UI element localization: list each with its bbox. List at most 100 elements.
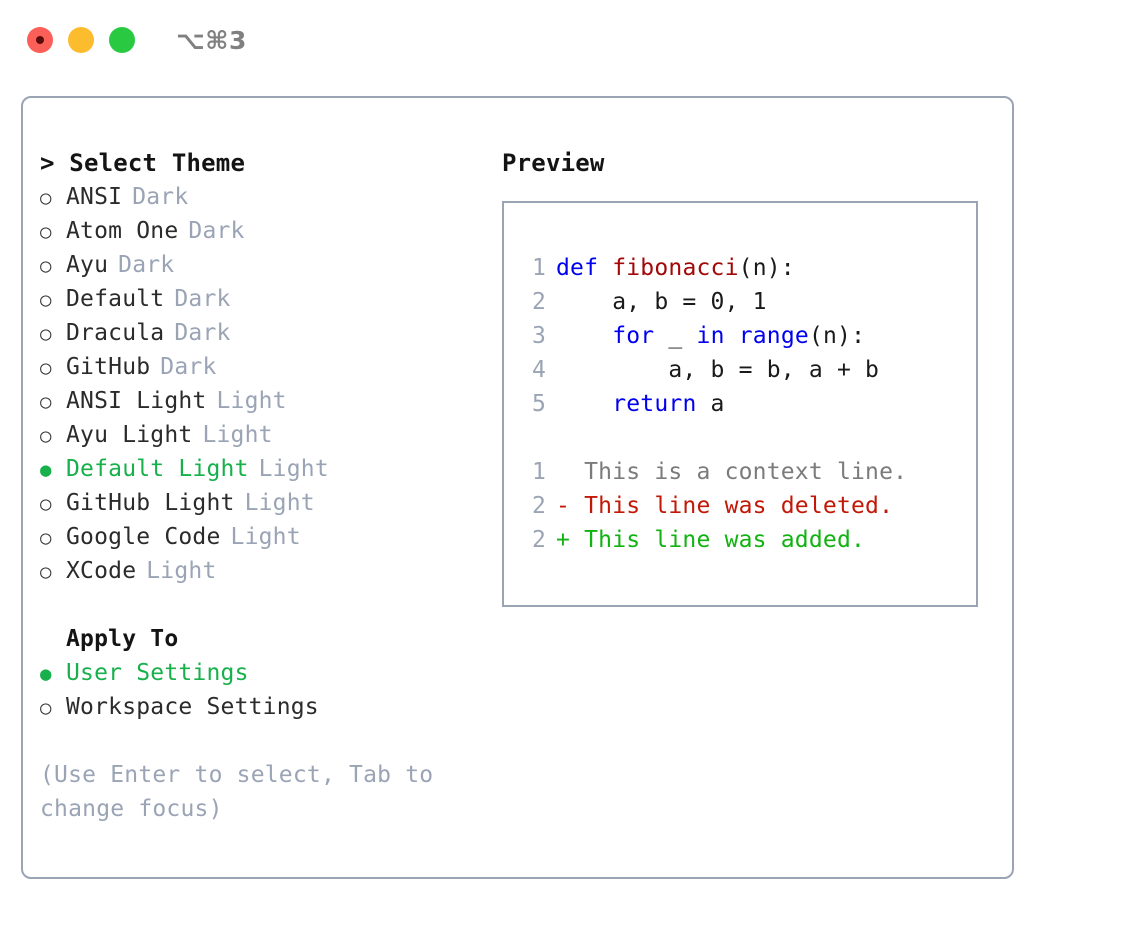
option-label: Ayu	[66, 252, 109, 278]
option-label: GitHub Light	[66, 490, 235, 516]
option-label: Workspace Settings	[66, 694, 319, 720]
code-text: return a	[556, 387, 725, 421]
theme-option-github-light[interactable]: ○ GitHub Light Light	[40, 486, 490, 520]
theme-variant-tag: Dark	[160, 354, 217, 380]
line-number: 2	[531, 527, 546, 553]
preview-title: Preview	[502, 149, 605, 177]
option-label: User Settings	[66, 660, 249, 686]
option-label: XCode	[66, 558, 137, 584]
token-plain: a, b = b, a + b	[556, 357, 880, 383]
theme-variant-tag: Light	[216, 388, 287, 414]
code-line: 4 a, b = b, a + b	[520, 353, 970, 387]
line-number: 2	[531, 289, 546, 315]
theme-variant-tag: Light	[230, 524, 301, 550]
radio-unselected-icon: ○	[40, 323, 52, 345]
radio-unselected-icon: ○	[40, 561, 52, 583]
window-title-shortcut: ⌥⌘3	[176, 25, 247, 55]
code-line: 2 a, b = 0, 1	[520, 285, 970, 319]
apply-to-title: Apply To	[66, 626, 179, 652]
option-label: Dracula	[66, 320, 165, 346]
theme-variant-tag: Dark	[188, 218, 245, 244]
theme-variant-tag: Light	[146, 558, 217, 584]
diff-text: + This line was added.	[556, 527, 866, 553]
theme-variant-tag: Light	[244, 490, 315, 516]
code-blank-line	[520, 421, 970, 455]
token-plain: a, b = 0, 1	[556, 289, 767, 315]
token-fn: fibonacci	[612, 255, 739, 281]
option-label: Default Light	[66, 456, 249, 482]
theme-option-dracula[interactable]: ○ Dracula Dark	[40, 316, 490, 350]
radio-unselected-icon: ○	[40, 425, 52, 447]
token-kw: for	[612, 323, 655, 349]
radio-unselected-icon: ○	[40, 289, 52, 311]
apply-to-option-list[interactable]: ● User Settings ○ Workspace Settings	[40, 656, 490, 724]
line-number: 5	[531, 391, 546, 417]
theme-variant-tag: Dark	[174, 320, 231, 346]
token-plain: (n):	[738, 255, 795, 281]
token-plain	[556, 323, 612, 349]
code-line: 5 return a	[520, 387, 970, 421]
theme-option-ansi-light[interactable]: ○ ANSI Light Light	[40, 384, 490, 418]
diff-text: - This line was deleted.	[556, 493, 894, 519]
minimize-window-button[interactable]	[68, 27, 94, 53]
line-number: 1	[531, 459, 546, 485]
radio-unselected-icon: ○	[40, 255, 52, 277]
code-line: 3 for _ in range(n):	[520, 319, 970, 353]
keyboard-hint-text: (Use Enter to select, Tab to change focu…	[40, 762, 434, 822]
option-label: ANSI Light	[66, 388, 207, 414]
token-kw: in	[696, 323, 725, 349]
theme-option-default-light[interactable]: ● Default Light Light	[40, 452, 490, 486]
diff-line-del: 2- This line was deleted.	[520, 489, 970, 523]
code-text: a, b = b, a + b	[556, 353, 879, 387]
theme-option-google-code[interactable]: ○ Google Code Light	[40, 520, 490, 554]
select-theme-header: > Select Theme	[40, 149, 246, 177]
option-label: Ayu Light	[66, 422, 193, 448]
title-bar: ⌥⌘3	[0, 0, 1140, 80]
option-label: GitHub	[66, 354, 151, 380]
radio-unselected-icon: ○	[40, 391, 52, 413]
maximize-window-button[interactable]	[109, 27, 135, 53]
code-text: a, b = 0, 1	[556, 285, 767, 319]
window-controls	[27, 27, 135, 53]
theme-variant-tag: Light	[258, 456, 329, 482]
option-label: Google Code	[66, 524, 221, 550]
line-number: 4	[531, 357, 546, 383]
token-plain: _	[654, 323, 697, 349]
token-plain	[556, 391, 612, 417]
radio-unselected-icon: ○	[40, 697, 52, 719]
list-spacer	[40, 588, 490, 622]
apply-to-option-workspace-settings[interactable]: ○ Workspace Settings	[40, 690, 490, 724]
radio-unselected-icon: ○	[40, 493, 52, 515]
theme-variant-tag: Dark	[132, 184, 189, 210]
token-plain: a	[696, 391, 725, 417]
apply-to-option-user-settings[interactable]: ● User Settings	[40, 656, 490, 690]
token-plain: (n):	[808, 323, 866, 349]
line-number: 3	[531, 323, 546, 349]
close-window-button[interactable]	[27, 27, 53, 53]
token-plain	[725, 323, 739, 349]
radio-unselected-icon: ○	[40, 527, 52, 549]
theme-variant-tag: Light	[202, 422, 273, 448]
token-kw: return	[612, 391, 697, 417]
token-kw: range	[738, 323, 809, 349]
code-text: for _ in range(n):	[556, 319, 865, 353]
theme-option-xcode[interactable]: ○ XCode Light	[40, 554, 490, 588]
radio-selected-icon: ●	[40, 459, 52, 481]
option-label: Atom One	[66, 218, 179, 244]
theme-option-ayu-light[interactable]: ○ Ayu Light Light	[40, 418, 490, 452]
radio-selected-icon: ●	[40, 663, 52, 685]
option-label: Default	[66, 286, 165, 312]
